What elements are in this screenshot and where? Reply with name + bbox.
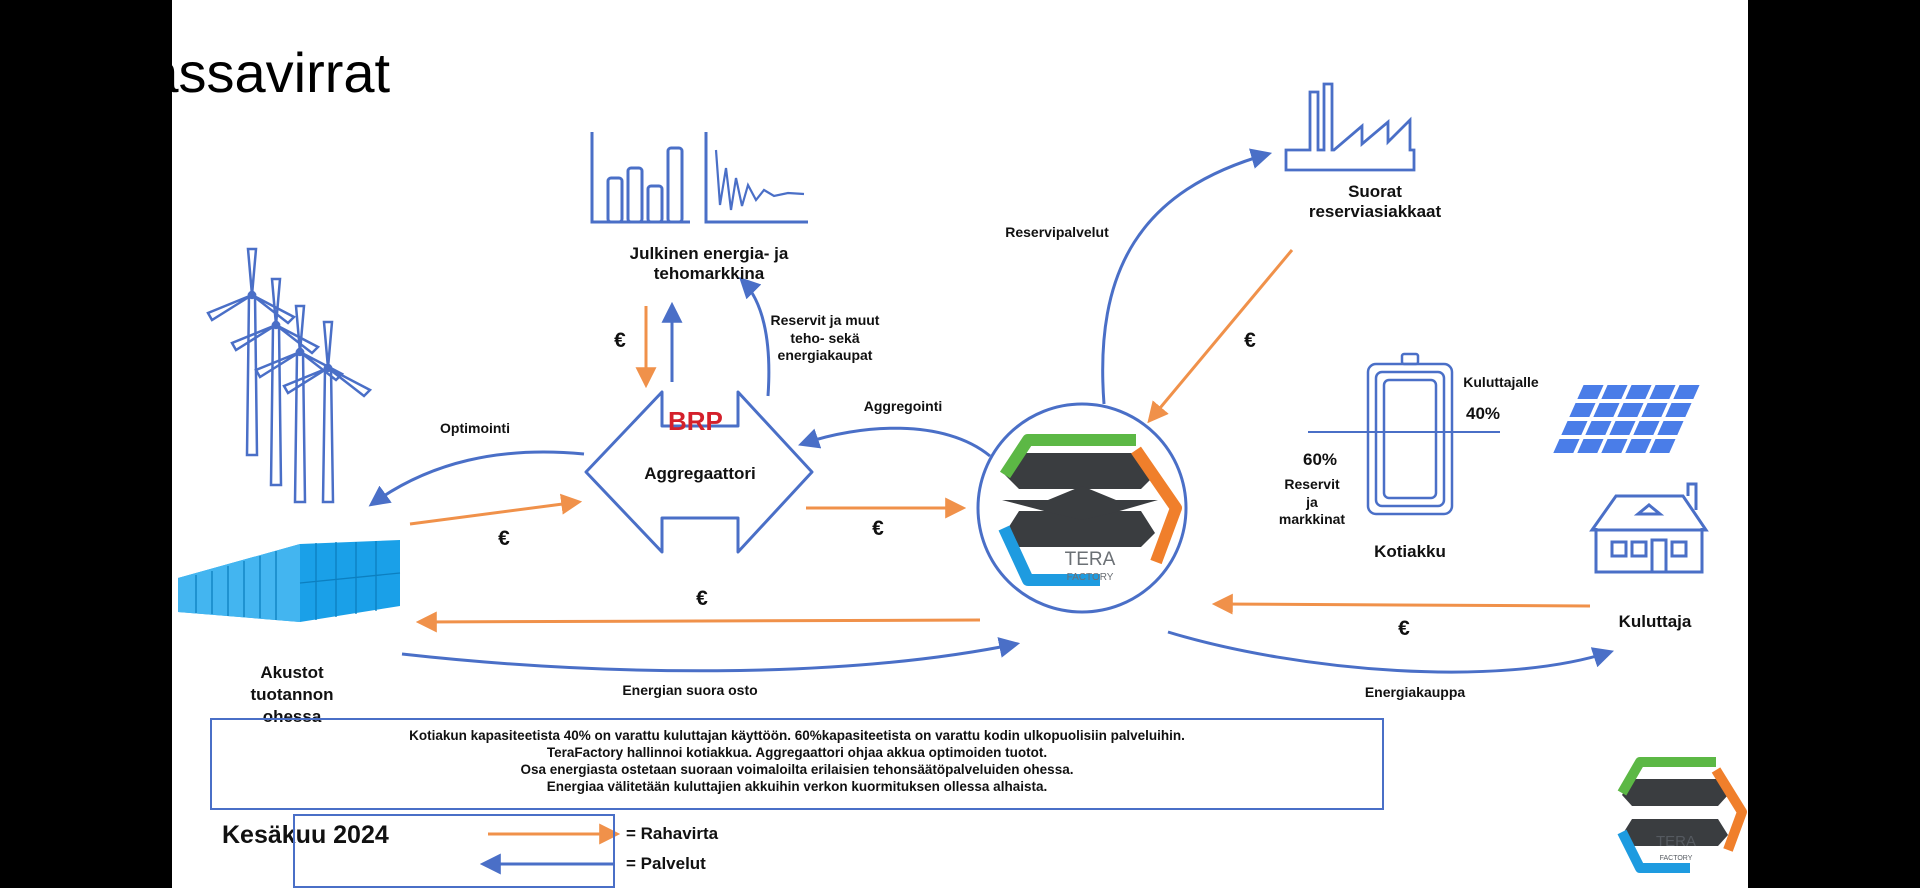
tera-factory-hub: TERA FACTORY: [976, 402, 1188, 614]
note-line-4: Energiaa välitetään kuluttajien akkuihin…: [546, 779, 1048, 794]
reserve-services-label: Reservipalvelut: [1005, 224, 1109, 240]
service-flow-arrows: [368, 148, 1614, 875]
reserve-customers-line-1: Suorat: [1348, 182, 1402, 201]
battery-reserve-line-3: markkinat: [1278, 511, 1346, 527]
arrow-aggregation: [798, 426, 991, 458]
wind-turbines-icon: [206, 247, 373, 504]
euro-aggregator-tera: €: [872, 517, 884, 540]
battery-consumer-pct: 40%: [1465, 404, 1501, 423]
reserve-trades-line-2: teho- sekä: [790, 329, 860, 346]
optimization-label: Optimointi: [440, 420, 510, 436]
date-label: Kesäkuu 2024: [222, 821, 389, 849]
reserve-trades-line-3: energiakaupat: [777, 347, 873, 363]
arrow-consumer-to-tera: [1211, 593, 1591, 615]
market-charts-icon: [590, 132, 808, 224]
corner-logo-factory-word: FACTORY: [1660, 855, 1693, 862]
batteries-line-2: tuotannon: [250, 685, 334, 705]
tera-factory-corner-logo: TERA FACTORY: [1617, 757, 1747, 873]
arrow-batteries-to-aggregator: [409, 493, 583, 526]
note-line-2: TeraFactory hallinnoi kotiakkua. Aggrega…: [546, 745, 1048, 760]
euro-market: €: [614, 329, 626, 352]
arrow-optimization: [368, 450, 585, 507]
factory-logo-word: FACTORY: [1067, 572, 1114, 583]
legend-service-label: = Palvelut: [626, 854, 706, 873]
aggregator-double-arrow: [584, 390, 814, 554]
battery-reserve-line-1: Reservit: [1284, 476, 1340, 492]
reserve-customers-label: Suorat reserviasiakkaat: [1290, 182, 1460, 223]
legend-money-label: = Rahavirta: [626, 824, 719, 843]
market-label-line-1: Julkinen energia- ja: [629, 244, 789, 263]
batteries-line-1: Akustot: [260, 663, 324, 682]
batteries-line-3: ohessa: [262, 707, 322, 727]
battery-consumer-label: Kuluttajalle: [1463, 374, 1539, 390]
energy-trade-label: Energiakauppa: [1364, 684, 1466, 700]
home-battery-icon: [1308, 352, 1500, 516]
arrow-reserve-customers-to-tera: [1147, 249, 1294, 424]
battery-containers-icon: [178, 540, 401, 622]
arrow-energy-trade: [1167, 630, 1614, 674]
arrow-tera-to-batteries: [415, 611, 981, 633]
direct-purchase-label: Energian suora osto: [622, 682, 758, 698]
reserve-trades-label: Reservit ja muut teho- sekä energiakaupa…: [760, 312, 890, 365]
market-label-line-2: tehomarkkina: [653, 264, 765, 284]
solar-panels-icon: [1550, 383, 1703, 455]
battery-reserve-pct: 60%: [1302, 450, 1338, 469]
home-battery-label: Kotiakku: [1374, 542, 1446, 561]
brp-label: BRP: [668, 406, 723, 436]
consumer-label: Kuluttaja: [1618, 612, 1692, 631]
euro-consumer: €: [1398, 617, 1410, 640]
note-line-1: Kotiakun kapasiteetista 40% on varattu k…: [409, 728, 1185, 743]
batteries-label: Akustot tuotannon ohessa: [222, 662, 362, 728]
aggregator-label: Aggregaattori: [644, 464, 756, 483]
arrow-direct-purchase: [401, 637, 1021, 673]
explanation-box: Kotiakun kapasiteetista 40% on varattu k…: [210, 718, 1384, 810]
euro-reserve-customers: €: [1244, 329, 1256, 352]
money-flow-arrows: [409, 249, 1591, 845]
tera-logo-word: TERA: [1065, 549, 1116, 570]
legend-box: [293, 814, 615, 888]
slide: [172, 0, 1748, 888]
battery-reserve-line-2: ja: [1306, 493, 1318, 510]
house-icon: [1589, 482, 1709, 574]
page-title: Kassavirrat: [110, 41, 391, 104]
reserve-trades-line-1: Reservit ja muut: [770, 312, 880, 328]
arrow-reserve-services: [1101, 148, 1273, 405]
note-line-3: Osa energiasta ostetaan suoraan voimaloi…: [520, 762, 1074, 777]
battery-reserve-label: Reservit ja markkinat: [1264, 476, 1360, 529]
corner-logo-word: TERA: [1656, 833, 1696, 850]
market-label: Julkinen energia- ja tehomarkkina: [604, 244, 814, 285]
reserve-customers-line-2: reserviasiakkaat: [1308, 202, 1442, 222]
arrow-brp-reserve-trades: [739, 277, 771, 397]
factory-icon: [1284, 82, 1416, 172]
euro-batteries-aggregator: €: [498, 527, 510, 550]
aggregation-label: Aggregointi: [863, 398, 943, 414]
euro-tera-batteries: €: [696, 587, 708, 610]
